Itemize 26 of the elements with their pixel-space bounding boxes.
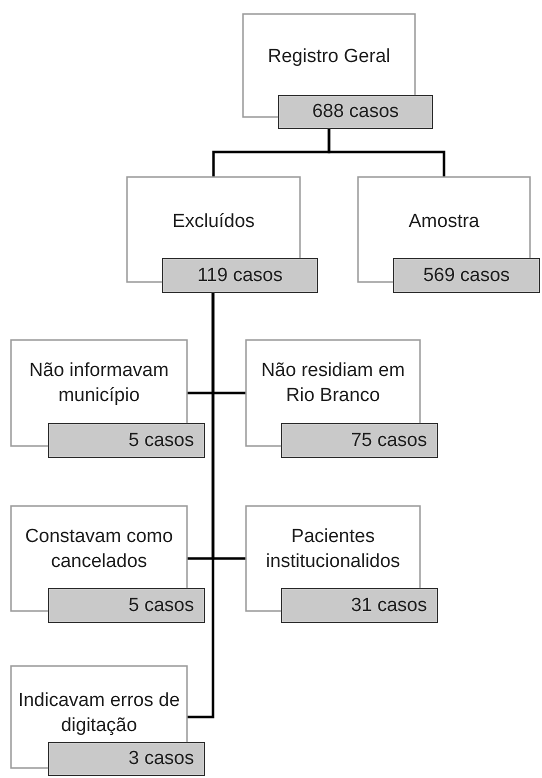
category-title: Pacientes institucionalidos — [264, 525, 402, 574]
category-title: Não informavam município — [28, 359, 170, 408]
category-box — [11, 340, 205, 458]
case-count-bar: 31 casos — [281, 588, 438, 623]
category-title: Constavam como cancelados — [24, 525, 174, 574]
category-box — [246, 340, 438, 458]
category-title: Não residiam em Rio Branco — [260, 359, 406, 408]
case-count-bar: 688 casos — [278, 95, 433, 129]
category-box — [243, 14, 433, 129]
category-title: Amostra — [408, 210, 480, 234]
connector-line — [328, 129, 446, 177]
category-box — [246, 506, 438, 623]
case-count-bar: 569 casos — [393, 258, 540, 293]
case-count-bar: 3 casos — [48, 742, 205, 776]
case-count-bar: 5 casos — [48, 423, 205, 458]
category-box — [11, 666, 205, 776]
case-count-bar: 75 casos — [281, 423, 438, 458]
category-box — [358, 177, 540, 293]
category-title: Registro Geral — [266, 45, 392, 69]
category-title: Indicavam erros de digitação — [17, 689, 181, 738]
case-count-bar: 119 casos — [162, 258, 318, 293]
connector-line — [187, 293, 214, 718]
category-title: Excluídos — [171, 210, 256, 234]
case-count-bar: 5 casos — [48, 588, 205, 623]
category-box — [127, 177, 318, 293]
category-box — [11, 506, 205, 623]
